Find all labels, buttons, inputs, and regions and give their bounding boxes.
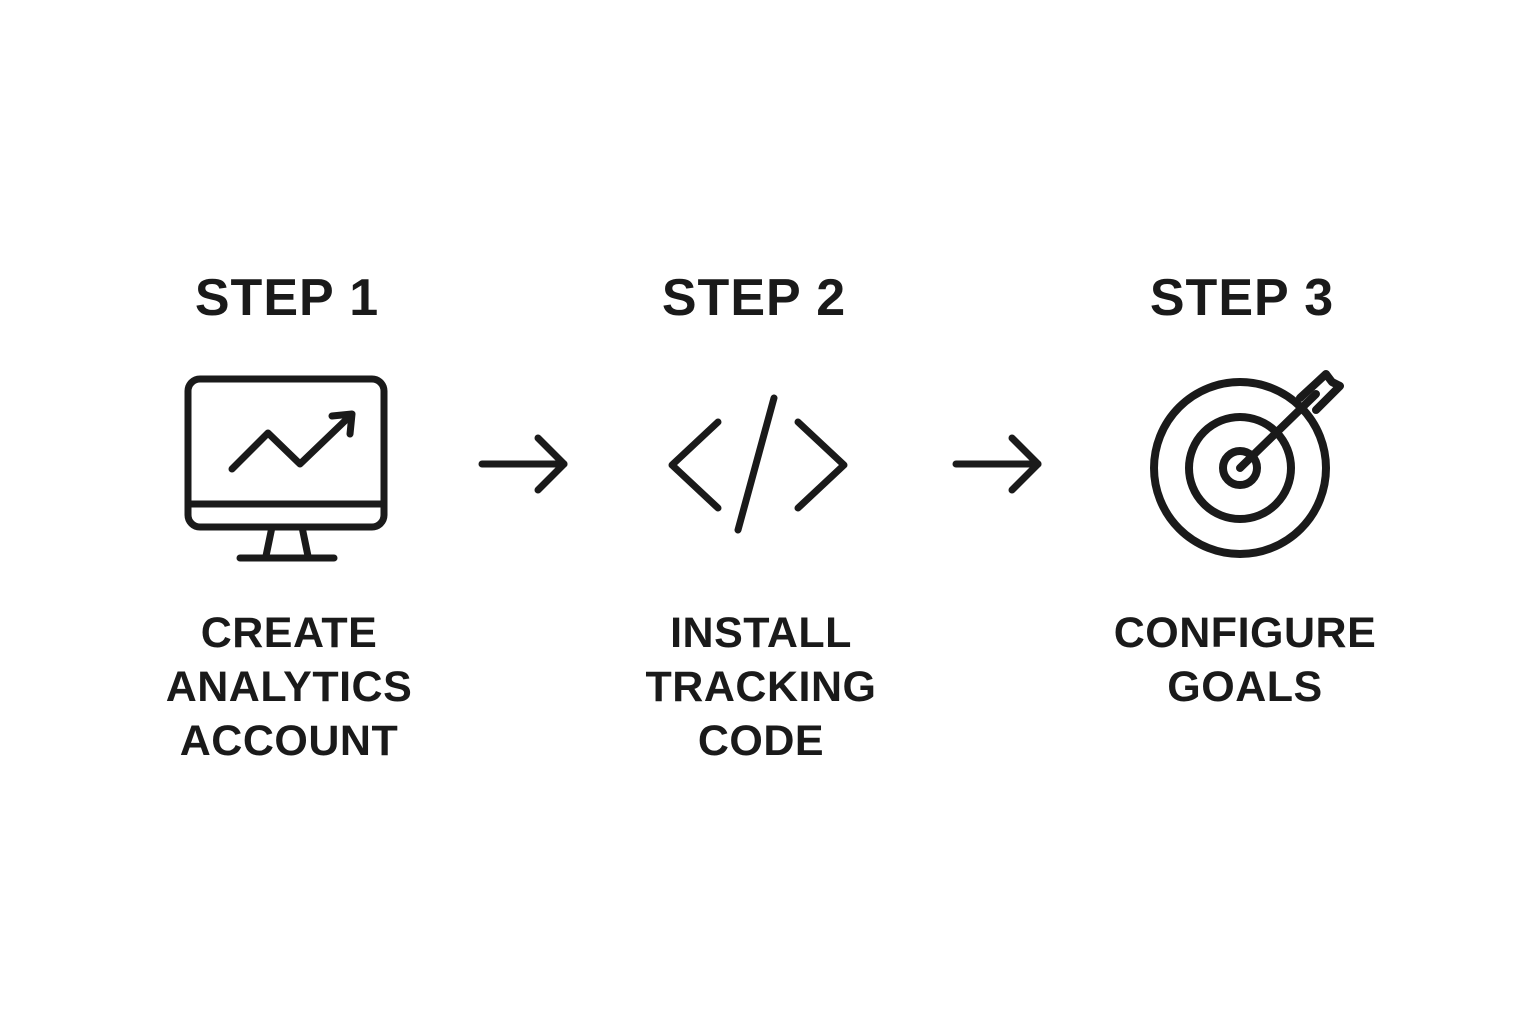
step-2-description: INSTALL TRACKING CODE [551,606,971,768]
step-1-description-line: ACCOUNT [179,717,399,765]
step-3-description-line: CONFIGURE [1113,609,1377,657]
step-1-title: STEP 1 [194,269,380,327]
step-2-description-line: INSTALL [670,609,852,657]
step-2-title: STEP 2 [661,269,847,327]
step-3-description: CONFIGURE GOALS [1035,606,1455,714]
step-1-description-line: ANALYTICS [165,663,413,711]
code-brackets-icon [668,394,848,534]
arrow-right-icon [952,434,1042,494]
monitor-chart-icon [184,375,388,562]
target-arrow-icon [1150,370,1344,558]
step-1-description-line: CREATE [200,609,378,657]
step-2-description-line: CODE [697,717,825,765]
step-3-title: STEP 3 [1149,269,1335,327]
arrow-right-icon [478,434,568,494]
step-1-description: CREATE ANALYTICS ACCOUNT [79,606,499,768]
step-3-description-line: GOALS [1167,663,1323,711]
step-2-description-line: TRACKING [645,663,877,711]
